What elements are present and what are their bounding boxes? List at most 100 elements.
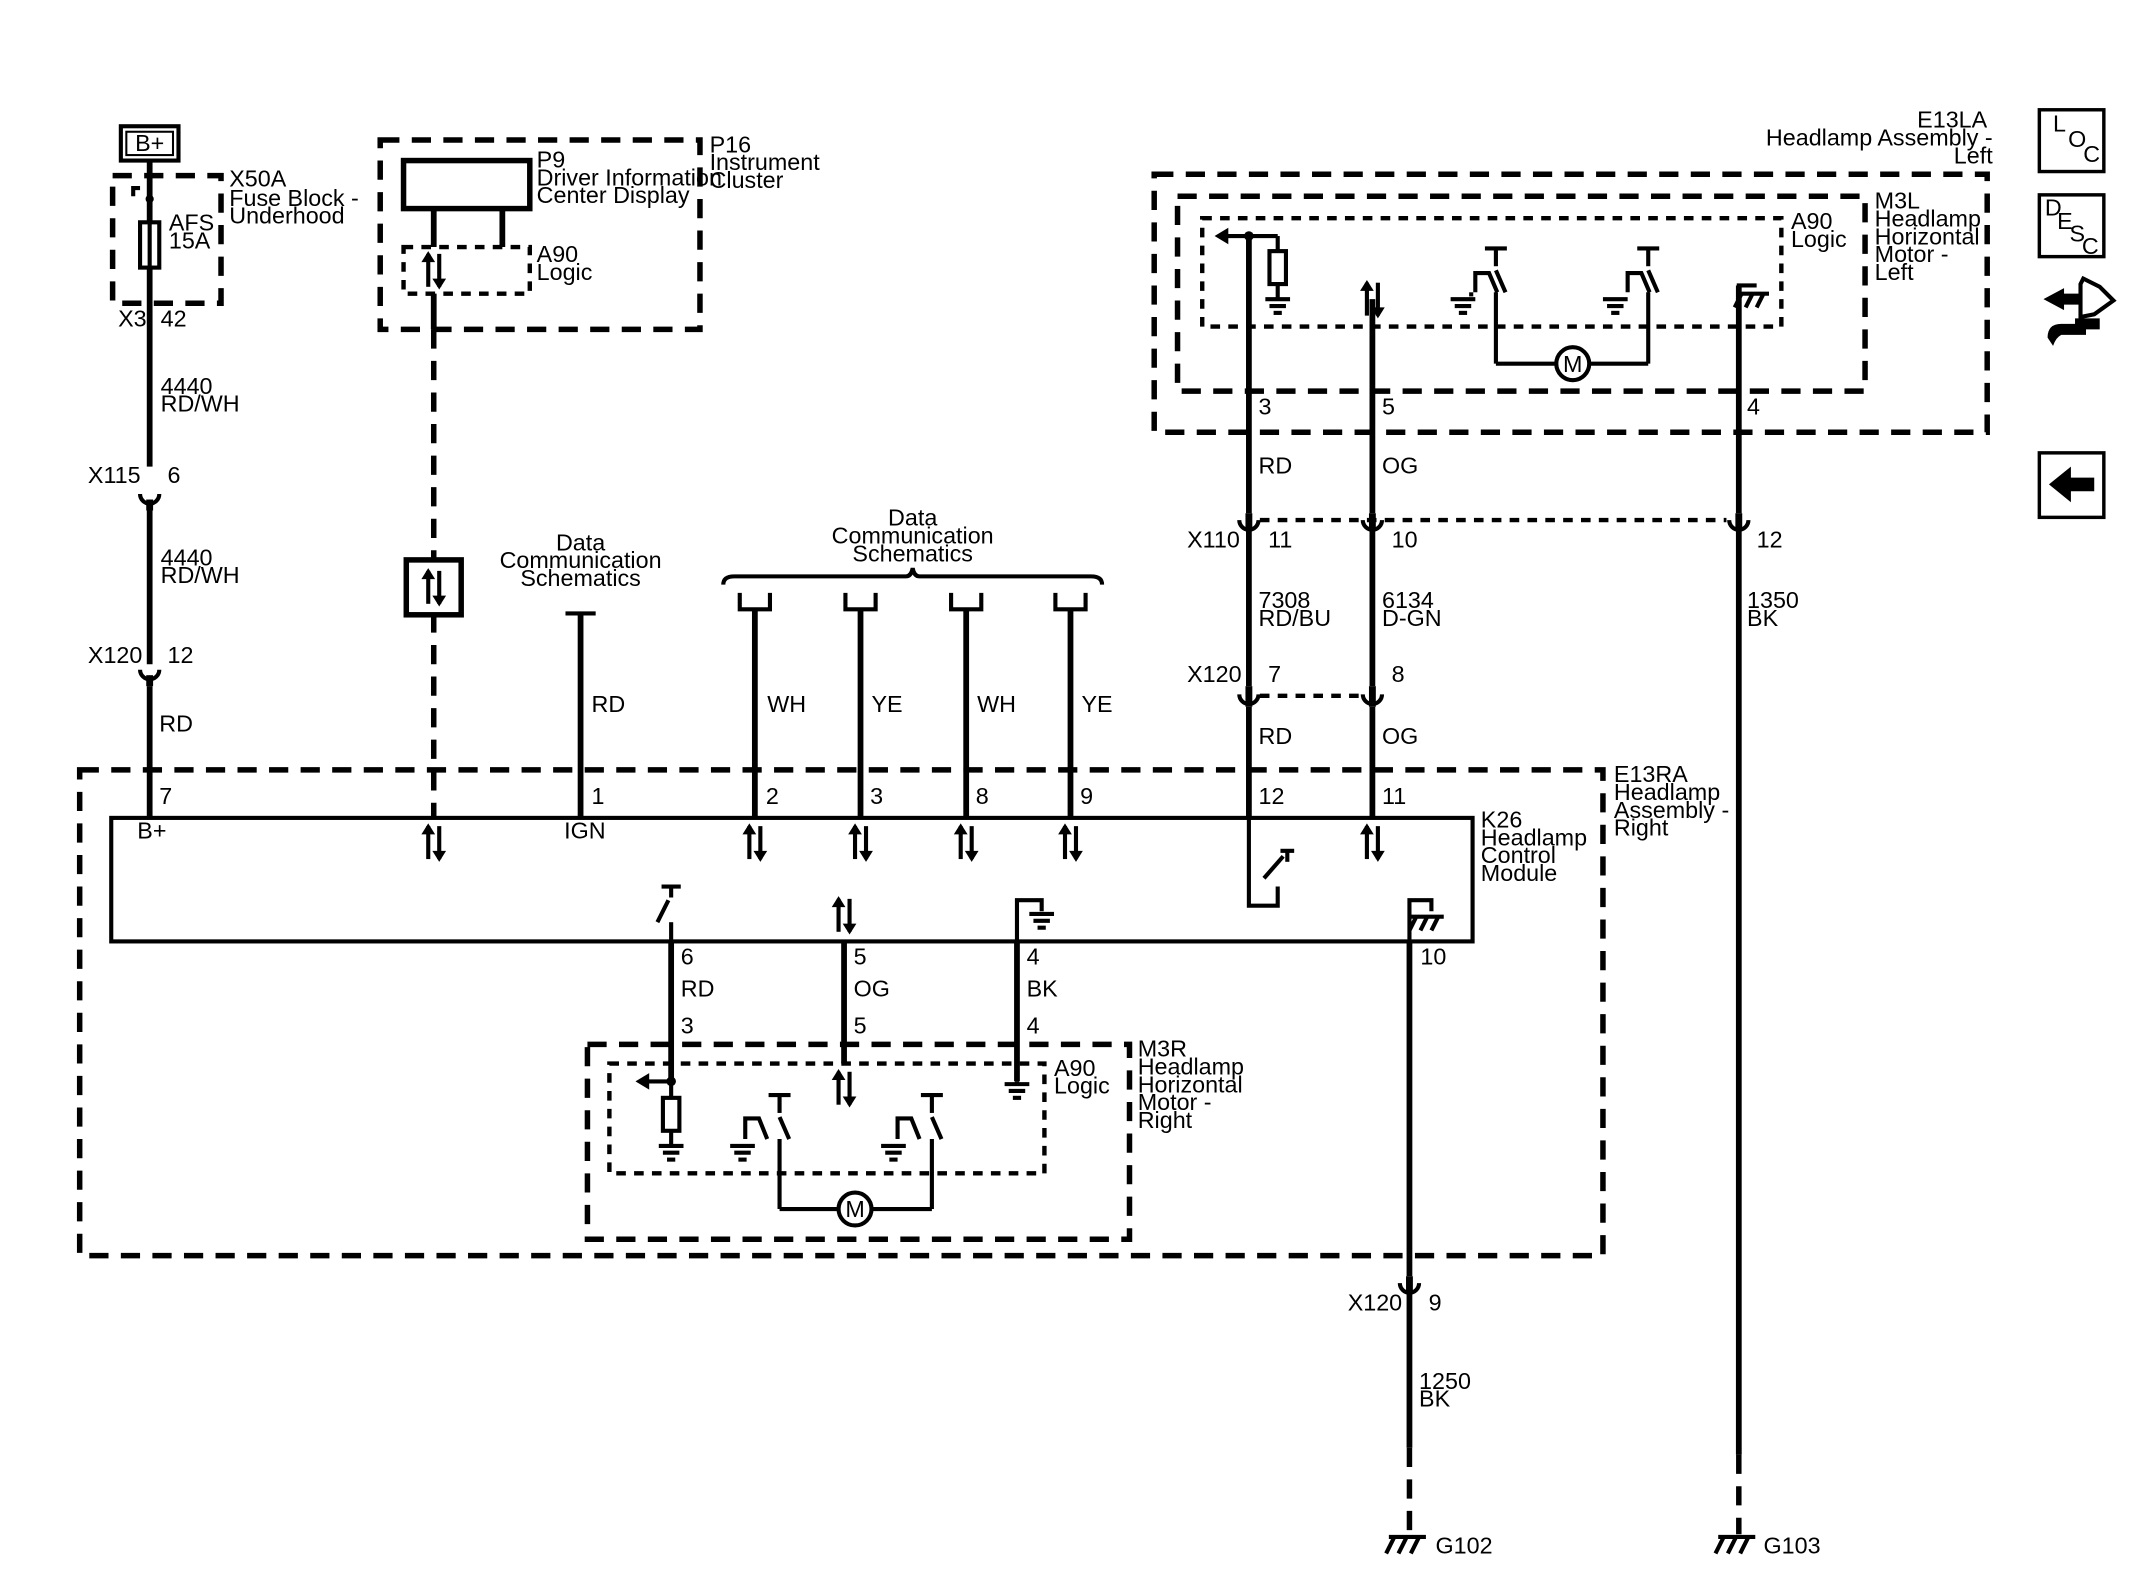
left-assembly-ref: E13LA — [1917, 107, 1987, 133]
k26-ref: K26 — [1481, 807, 1522, 833]
m3l-motor-letter: M — [1563, 351, 1582, 377]
back-arrow-icon — [2048, 466, 2095, 503]
circuit-4440-number-2: 4440 — [161, 544, 213, 570]
left-wire-rd: RD — [1258, 452, 1292, 478]
cluster-logic-box — [401, 244, 532, 296]
x110-pin-12: 12 — [1757, 527, 1783, 553]
svg-text:7: 7 — [159, 783, 172, 809]
m3r-ref: M3R — [1138, 1036, 1187, 1062]
x110-ref: X110 — [1187, 527, 1240, 553]
x120-pin-9: 9 — [1429, 1290, 1442, 1316]
m3l-logic-box — [1200, 216, 1784, 329]
fuse-connector-pin: 42 — [161, 306, 187, 332]
right-assembly-box — [76, 767, 1606, 1259]
svg-text:X50A: X50A — [229, 166, 286, 192]
ground-g102-label: G102 — [1436, 1532, 1493, 1558]
m3l-logic-ref: A90 — [1791, 208, 1833, 234]
m3l-pin-5: 5 — [1382, 393, 1395, 419]
instrument-cluster-box — [377, 137, 703, 333]
cluster-logic-name: Logic — [537, 259, 593, 285]
x120-pin-8: 8 — [1392, 661, 1405, 687]
k26-internal-symbols — [421, 817, 1443, 942]
x110-pin-10: 10 — [1392, 527, 1418, 553]
serial-data-icon — [403, 557, 464, 618]
back-arrow-button[interactable] — [2037, 451, 2106, 520]
mid-wire-rd: RD — [1258, 723, 1292, 749]
ground-g103-label: G103 — [1764, 1532, 1821, 1558]
lower-wire-rd: RD — [681, 975, 715, 1001]
ign-wire-color: RD — [592, 691, 626, 717]
k26-top-pins: 7 1 2 3 8 9 12 11 — [159, 783, 1406, 809]
lower-wire-og: OG — [854, 975, 890, 1001]
bus-wire-4: YE — [1081, 691, 1112, 717]
svg-text:1: 1 — [592, 783, 605, 809]
k26-headlamp-control-module — [109, 815, 1475, 944]
svg-text:3: 3 — [870, 783, 883, 809]
mid-wire-og: OG — [1382, 723, 1418, 749]
m3r-motor-letter: M — [845, 1196, 864, 1222]
m3r-logic-box — [607, 1061, 1047, 1176]
k26-bplus-label: B+ — [137, 817, 166, 843]
ground-g103: G103 — [1713, 1532, 1821, 1558]
cluster-ref: P16 — [710, 131, 751, 157]
circuit-4440-color-2: RD/WH — [161, 562, 240, 588]
fuse-connector-ref: X3 — [118, 306, 147, 332]
location-view-button[interactable]: L O C — [2037, 108, 2106, 174]
ground-g102: G102 — [1384, 1532, 1493, 1558]
m3r-logic-internals: M — [635, 1069, 1029, 1228]
cluster-logic-ref: A90 — [537, 241, 579, 267]
m3l-logic-internals: M — [1214, 227, 1769, 383]
lower-wire-bk: BK — [1027, 975, 1059, 1001]
power-source-b-plus: B+ — [118, 124, 181, 163]
circuit-1350-color: BK — [1747, 605, 1779, 631]
m3r-logic-name: Logic — [1054, 1073, 1110, 1099]
svg-text:6: 6 — [681, 944, 694, 970]
circuit-4440-color: RD/WH — [161, 391, 240, 417]
svg-text:L: L — [2053, 111, 2066, 137]
description-view-button[interactable]: D E S C — [2037, 193, 2106, 259]
k26-ign-label: IGN — [564, 817, 605, 843]
connector-repair-icon[interactable] — [2043, 275, 2117, 346]
svg-text:11: 11 — [1382, 783, 1406, 809]
svg-text:C: C — [2082, 233, 2099, 259]
circuit-7308-color: RD/BU — [1258, 605, 1331, 631]
bus-wire-3: WH — [977, 691, 1016, 717]
svg-text:12: 12 — [1258, 783, 1284, 809]
x120-ref-c: X120 — [1348, 1290, 1402, 1316]
m3r-pin-3: 3 — [681, 1012, 694, 1038]
x115-ref: X115 — [88, 462, 141, 488]
fuse-block-box — [109, 172, 224, 307]
svg-text:9: 9 — [1080, 783, 1093, 809]
bus-wire-1: WH — [767, 691, 806, 717]
circuit-1250-number: 1250 — [1419, 1368, 1471, 1394]
left-wire-og: OG — [1382, 452, 1418, 478]
svg-text:5: 5 — [854, 944, 867, 970]
right-assembly-ref: E13RA — [1614, 761, 1688, 787]
m3r-pin-4: 4 — [1027, 1012, 1040, 1038]
svg-text:O: O — [2068, 126, 2086, 152]
bus-wire-group: WH YE WH YE — [740, 593, 1113, 818]
svg-text:C: C — [2083, 141, 2100, 167]
circuit-6134-number: 6134 — [1382, 587, 1434, 613]
svg-text:10: 10 — [1420, 944, 1446, 970]
svg-text:4: 4 — [1027, 944, 1040, 970]
k26-bottom-pins: 6 5 4 10 — [681, 944, 1447, 970]
circuit-7308-number: 7308 — [1258, 587, 1310, 613]
dic-display-rect — [400, 157, 533, 212]
m3l-pin-3: 3 — [1258, 393, 1271, 419]
svg-text:S: S — [2070, 221, 2086, 247]
left-assembly-name: Headlamp Assembly -Left — [1766, 124, 1993, 168]
x120-ref-b: X120 — [1187, 661, 1241, 687]
m3l-pin-4: 4 — [1747, 393, 1760, 419]
x110-pin-11: 11 — [1268, 527, 1292, 553]
fuse-block-name: Fuse Block -Underhood — [229, 185, 359, 229]
svg-text:2: 2 — [766, 783, 779, 809]
circuit-1350-number: 1350 — [1747, 587, 1799, 613]
